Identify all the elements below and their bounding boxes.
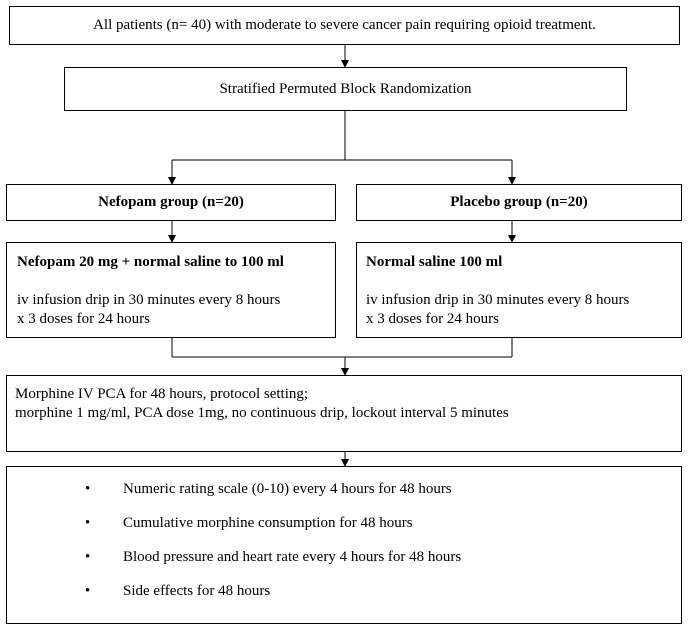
outcomes-box: Numeric rating scale (0-10) every 4 hour… <box>6 466 682 624</box>
placebo-group-box: Placebo group (n=20) <box>356 184 682 221</box>
outcome-item: Cumulative morphine consumption for 48 h… <box>85 514 681 533</box>
nefopam-group-text: Nefopam group (n=20) <box>98 194 244 210</box>
population-text: All patients (n= 40) with moderate to se… <box>93 17 596 33</box>
placebo-treatment-box: Normal saline 100 ml iv infusion drip in… <box>356 242 682 338</box>
placebo-group-text: Placebo group (n=20) <box>450 194 588 210</box>
outcome-item: Blood pressure and heart rate every 4 ho… <box>85 548 681 567</box>
placebo-treatment-line2: x 3 doses for 24 hours <box>366 311 499 327</box>
population-box: All patients (n= 40) with moderate to se… <box>9 6 680 45</box>
outcome-item: Side effects for 48 hours <box>85 582 681 601</box>
randomization-box: Stratified Permuted Block Randomization <box>64 67 627 111</box>
nefopam-treatment-line2: x 3 doses for 24 hours <box>17 311 150 327</box>
placebo-treatment-title: Normal saline 100 ml <box>366 254 503 270</box>
pca-box: Morphine IV PCA for 48 hours, protocol s… <box>6 375 682 452</box>
pca-line2: morphine 1 mg/ml, PCA dose 1mg, no conti… <box>15 405 509 421</box>
nefopam-treatment-title: Nefopam 20 mg + normal saline to 100 ml <box>17 254 284 270</box>
nefopam-group-box: Nefopam group (n=20) <box>6 184 336 221</box>
outcome-item: Numeric rating scale (0-10) every 4 hour… <box>85 480 681 499</box>
pca-line1: Morphine IV PCA for 48 hours, protocol s… <box>15 386 309 402</box>
outcomes-list: Numeric rating scale (0-10) every 4 hour… <box>85 480 681 601</box>
nefopam-treatment-box: Nefopam 20 mg + normal saline to 100 ml … <box>6 242 336 338</box>
randomization-text: Stratified Permuted Block Randomization <box>219 80 472 97</box>
placebo-treatment-line1: iv infusion drip in 30 minutes every 8 h… <box>366 292 630 308</box>
nefopam-treatment-line1: iv infusion drip in 30 minutes every 8 h… <box>17 292 281 308</box>
